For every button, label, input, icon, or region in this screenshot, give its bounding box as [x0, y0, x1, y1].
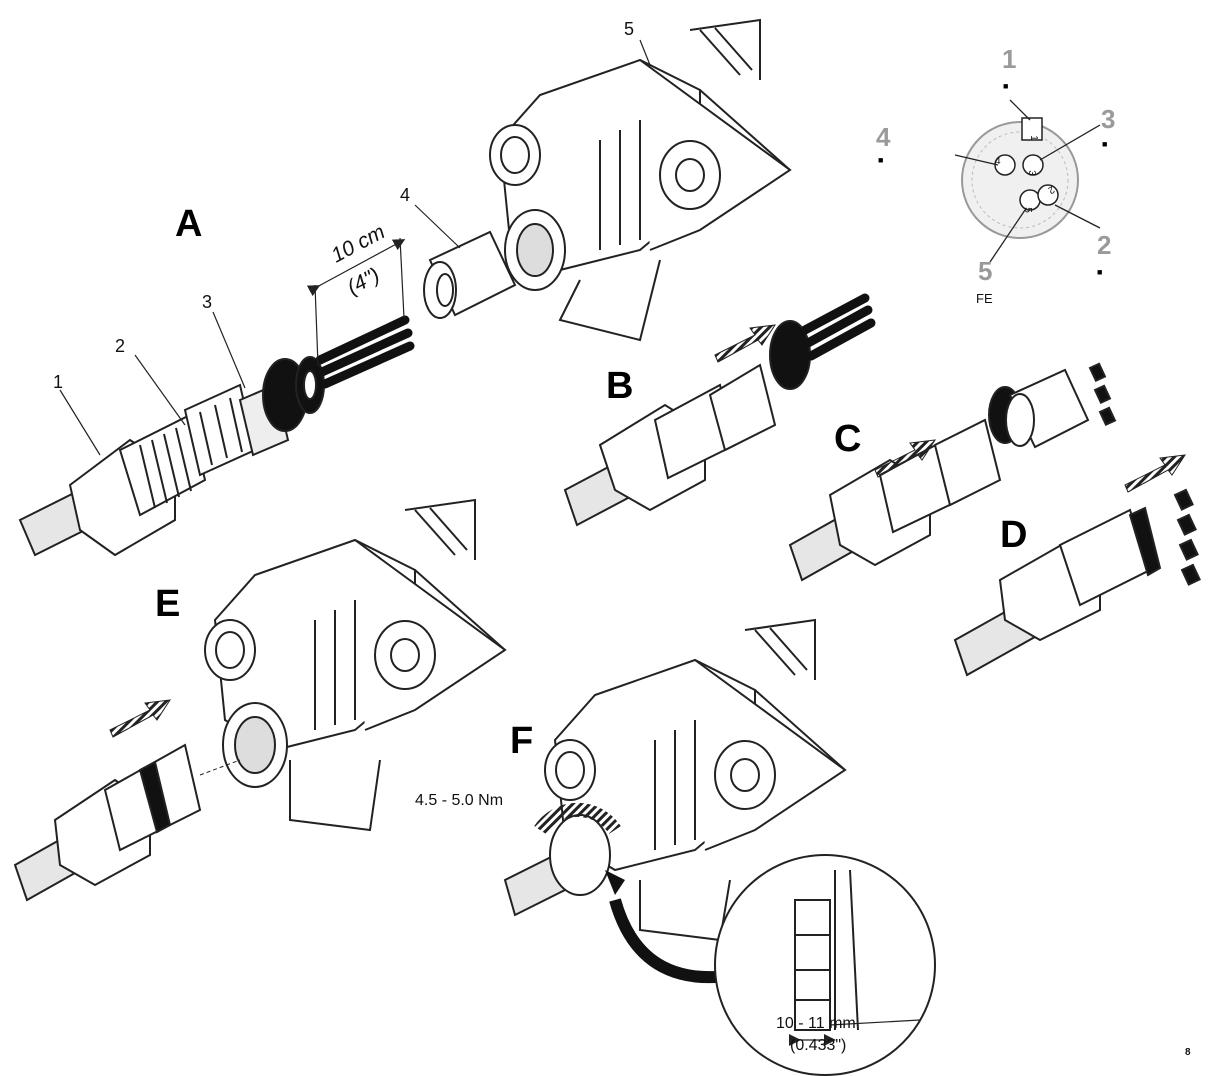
part-3-seal-ring: [262, 356, 325, 432]
step-e-connector: [13, 743, 241, 902]
pin-2-label: 2: [1097, 230, 1112, 260]
gap-imperial-label: (0.433"): [790, 1037, 847, 1054]
step-d-assembly: [953, 488, 1201, 677]
dashed-arrow-icon: [714, 324, 777, 363]
pin-4-marker: ■: [878, 155, 884, 165]
step-label-b: B: [606, 365, 634, 407]
gap-label: 10 - 11 mm: [776, 1015, 856, 1032]
step-label-a: A: [175, 203, 203, 245]
step-b-assembly: [563, 293, 876, 527]
pin-1-label: 1: [1002, 44, 1017, 74]
pin-3-marker: ■: [1102, 139, 1108, 149]
callout-part-2: 2: [115, 336, 126, 356]
pin-inner-4: 4: [995, 156, 1001, 167]
pin-5-label: 5: [978, 256, 993, 286]
step-label-f: F: [510, 720, 534, 762]
callout-part-1: 1: [53, 372, 64, 392]
step-f-device-housing: [503, 618, 847, 942]
pin-2-marker: ■: [1097, 267, 1103, 277]
step-label-d: D: [1000, 514, 1028, 556]
pin-inner-5: 5: [1021, 207, 1033, 213]
torque-label: 4.5 - 5.0 Nm: [415, 792, 504, 809]
callout-part-4: 4: [400, 185, 411, 205]
part-1-threaded-nut: [68, 413, 207, 557]
pin-layout-diagram: [954, 99, 1101, 263]
step-label-e: E: [155, 583, 181, 625]
pin-inner-1: 1: [1027, 135, 1039, 141]
pin-4-label: 4: [876, 122, 891, 152]
callout-part-3: 3: [202, 292, 213, 312]
dashed-arrow-icon: [1124, 454, 1187, 493]
step-e-device-housing: [204, 498, 507, 832]
part-4-contact-sleeve: [423, 230, 517, 319]
callout-part-5: 5: [624, 19, 635, 39]
page-marker: 8: [1185, 1047, 1191, 1058]
dashed-arrow-icon: [874, 439, 937, 478]
step-a-device-housing: [489, 18, 792, 342]
pin-1-marker: ■: [1003, 81, 1009, 91]
step-label-c: C: [834, 418, 862, 460]
pin-3-label: 3: [1101, 104, 1116, 134]
pin-inner-3: 3: [1025, 170, 1037, 176]
pin-5-fe-label: FE: [976, 291, 993, 306]
magnify-circle-icon: [714, 854, 936, 1076]
dashed-arrow-icon: [109, 699, 172, 738]
rotate-arrow-icon: [534, 802, 625, 895]
step-a-cable-assembly: [18, 39, 661, 557]
step-c-assembly: [788, 362, 1117, 582]
